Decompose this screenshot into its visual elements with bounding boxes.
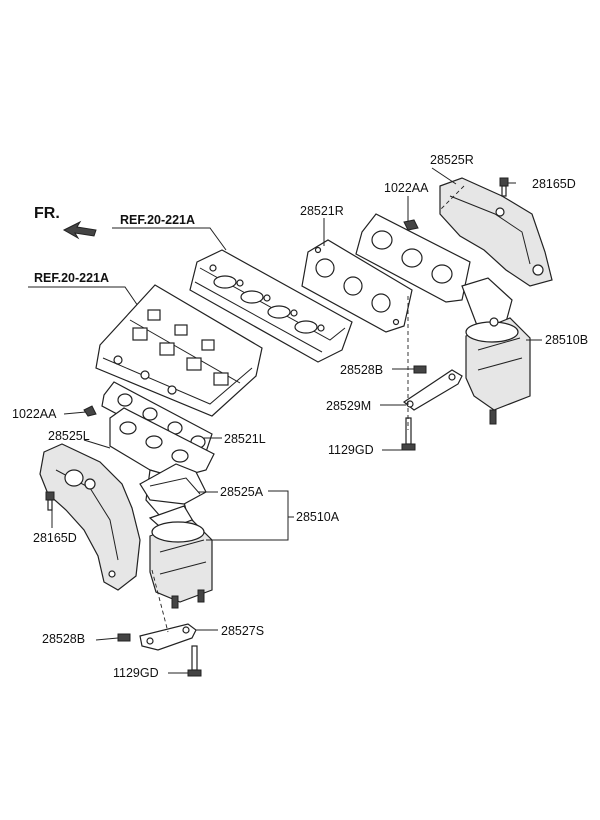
bracket-leader-28510a — [206, 490, 289, 541]
nut-28528b-left-icon[interactable] — [117, 633, 131, 642]
bolt-28165d-left-icon[interactable] — [45, 491, 55, 511]
left-manifold-gasket[interactable] — [101, 381, 213, 455]
leader-line — [83, 439, 111, 449]
front-direction-label: FR. — [34, 205, 60, 222]
part-label-1022aa-left[interactable]: 1022AA — [12, 407, 57, 421]
part-label-28165d-top[interactable]: 28165D — [532, 177, 576, 191]
part-label-28521l[interactable]: 28521L — [224, 432, 266, 446]
left-cylinder-head[interactable] — [95, 284, 263, 417]
leader-line — [95, 637, 119, 641]
nut-28528b-right-icon[interactable] — [413, 365, 427, 374]
leader-line — [431, 167, 457, 185]
bolt-28165d-top-icon[interactable] — [499, 177, 509, 197]
ref-left-leader-line — [28, 286, 139, 307]
alignment-line — [151, 569, 169, 633]
left-support-bracket[interactable] — [139, 623, 197, 651]
part-label-28528b-left[interactable]: 28528B — [42, 632, 86, 646]
right-manifold-gasket[interactable] — [301, 239, 413, 333]
part-label-28525a[interactable]: 28525A — [220, 485, 264, 499]
ref-label-left[interactable]: REF.20-221A — [34, 271, 110, 285]
part-label-28529m[interactable]: 28529M — [326, 399, 372, 413]
left-catalytic-converter[interactable] — [148, 505, 213, 609]
part-label-1022aa-top[interactable]: 1022AA — [384, 181, 429, 195]
part-label-28521r[interactable]: 28521R — [300, 204, 344, 218]
part-label-28525l[interactable]: 28525L — [48, 429, 90, 443]
nut-1022aa-top-icon[interactable] — [403, 219, 419, 231]
front-direction-arrow-icon — [62, 220, 97, 240]
alignment-line — [439, 185, 465, 211]
part-label-28510a[interactable]: 28510A — [296, 510, 340, 524]
nut-1022aa-left-icon[interactable] — [83, 405, 97, 417]
right-catalytic-converter[interactable] — [461, 277, 531, 425]
part-label-28165d-left[interactable]: 28165D — [33, 531, 77, 545]
leader-line — [63, 411, 87, 415]
left-heat-shield[interactable] — [39, 443, 141, 591]
bolt-1129gd-right-icon[interactable] — [401, 417, 416, 451]
part-label-28528b-right[interactable]: 28528B — [340, 363, 384, 377]
right-exhaust-manifold-flange[interactable] — [355, 213, 471, 303]
right-support-bracket[interactable] — [402, 369, 463, 411]
ref-label-top[interactable]: REF.20-221A — [120, 213, 196, 227]
bolt-1129gd-left-icon[interactable] — [187, 645, 202, 677]
ref-top-leader-line — [112, 227, 227, 251]
part-label-1129gd-left[interactable]: 1129GD — [113, 666, 159, 680]
part-label-28525r[interactable]: 28525R — [430, 153, 474, 167]
right-cylinder-head[interactable] — [189, 249, 353, 363]
part-label-28510b[interactable]: 28510B — [545, 333, 589, 347]
right-heat-shield[interactable] — [439, 177, 553, 287]
part-label-1129gd-right[interactable]: 1129GD — [328, 443, 374, 457]
part-label-28527s[interactable]: 28527S — [221, 624, 265, 638]
